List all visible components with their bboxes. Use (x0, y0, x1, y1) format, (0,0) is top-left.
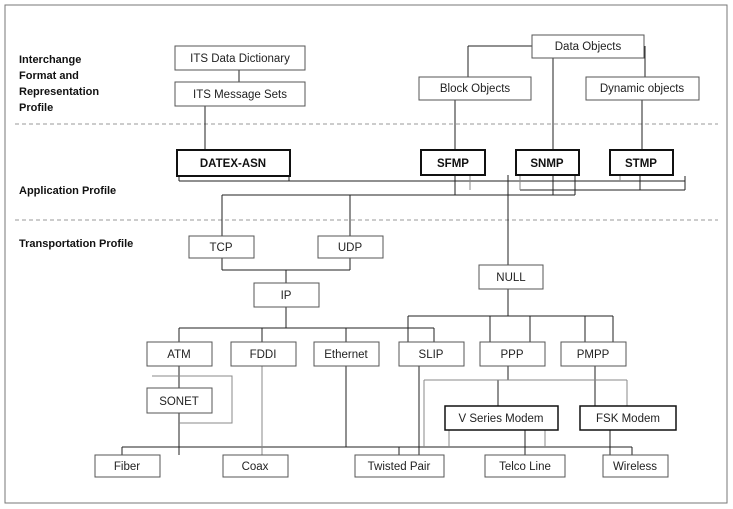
node-data-objects: Data Objects (531, 34, 645, 59)
node-label: Dynamic objects (600, 83, 685, 95)
node-sfmp: SFMP (420, 149, 486, 176)
section-interchange-line-2: Format and (19, 70, 79, 82)
node-label: SNMP (530, 158, 564, 170)
node-dynamic-objects: Dynamic objects (585, 76, 700, 101)
section-transportation-label: Transportation Profile (19, 238, 133, 250)
node-label: DATEX-ASN (200, 158, 266, 170)
node-atm: ATM (146, 341, 213, 367)
node-label: ATM (167, 349, 190, 361)
node-label: Ethernet (324, 349, 368, 361)
node-null: NULL (478, 264, 544, 290)
node-label: Data Objects (555, 41, 622, 53)
section-interchange-label: Interchange Format and Representation Pr… (19, 54, 99, 114)
node-label: FDDI (250, 349, 277, 361)
node-snmp: SNMP (515, 149, 580, 176)
node-label: NULL (496, 272, 526, 284)
node-stmp: STMP (609, 149, 674, 176)
node-datex-asn: DATEX-ASN (176, 149, 291, 177)
node-label: FSK Modem (596, 413, 660, 425)
node-twisted-pair: Twisted Pair (354, 454, 445, 478)
connectors (121, 45, 686, 455)
node-label: ITS Message Sets (193, 89, 287, 101)
secondary-connectors (152, 175, 628, 455)
section-interchange-line-3: Representation (19, 86, 99, 98)
node-ppp: PPP (479, 341, 546, 367)
node-label: SLIP (419, 349, 444, 361)
node-label: Wireless (613, 461, 657, 473)
node-udp: UDP (317, 235, 384, 259)
section-interchange-line-4: Profile (19, 102, 53, 114)
node-tcp: TCP (188, 235, 255, 259)
node-its-message-sets: ITS Message Sets (174, 81, 306, 107)
node-label: SFMP (437, 158, 469, 170)
node-slip: SLIP (398, 341, 465, 367)
node-v-series-modem: V Series Modem (444, 405, 559, 431)
node-label: IP (281, 290, 292, 302)
node-label: SONET (159, 396, 199, 408)
node-ethernet: Ethernet (313, 341, 380, 367)
node-label: V Series Modem (458, 413, 543, 425)
node-label: Coax (242, 461, 269, 473)
node-label: PPP (500, 349, 523, 361)
node-ip: IP (253, 282, 320, 308)
section-application-label: Application Profile (19, 185, 116, 197)
node-label: Twisted Pair (368, 461, 431, 473)
section-interchange-line-1: Interchange (19, 54, 81, 66)
node-label: ITS Data Dictionary (190, 53, 290, 65)
node-fiber: Fiber (94, 454, 161, 478)
node-label: STMP (625, 158, 657, 170)
node-coax: Coax (222, 454, 289, 478)
outer-frame (4, 4, 728, 504)
node-telco-line: Telco Line (484, 454, 566, 478)
node-pmpp: PMPP (560, 341, 627, 367)
node-label: PMPP (577, 349, 610, 361)
node-label: Telco Line (499, 461, 551, 473)
node-block-objects: Block Objects (418, 76, 532, 101)
node-fsk-modem: FSK Modem (579, 405, 677, 431)
node-label: TCP (210, 242, 233, 254)
node-its-data-dictionary: ITS Data Dictionary (174, 45, 306, 71)
edge-atm-sonet-loop (152, 375, 233, 424)
node-wireless: Wireless (602, 454, 669, 478)
node-label: UDP (338, 242, 363, 254)
node-label: Fiber (114, 461, 140, 473)
node-label: Block Objects (440, 83, 511, 95)
node-sonet: SONET (146, 387, 213, 414)
node-fddi: FDDI (230, 341, 297, 367)
